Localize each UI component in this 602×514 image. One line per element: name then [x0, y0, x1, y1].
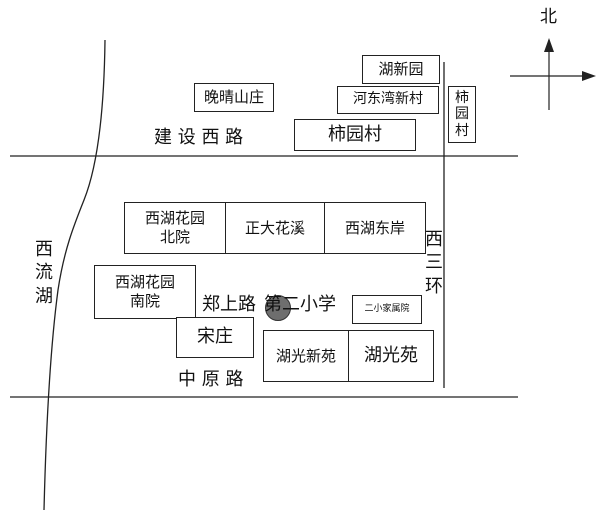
place-huguangyuan: 湖光苑 [348, 330, 434, 382]
place-huxinyuan: 湖新园 [362, 55, 440, 84]
road-label-zhongyuan: 中 原 路 [178, 369, 244, 390]
north-arrow-icon [544, 38, 554, 52]
place-xihu-east-bank: 西湖东岸 [324, 202, 426, 254]
road-label-zhengshang: 郑上路 [202, 294, 256, 315]
place-shiyuan-village-vertical: 柿园村 [448, 86, 476, 143]
place-school-family-yard: 二小家属院 [352, 295, 422, 324]
place-huguang-xinyuan: 湖光新苑 [263, 330, 349, 382]
west-lake-text: 西流湖 [35, 239, 53, 307]
east-arrow-icon [582, 71, 596, 81]
school-label: 第二小学 [264, 294, 336, 315]
place-songzhuang: 宋庄 [176, 317, 254, 358]
place-shiyuan-village: 柿园村 [294, 119, 416, 151]
label-west-lake: 西流湖 [33, 238, 55, 308]
road-label-jianshe-west: 建 设 西 路 [154, 127, 244, 148]
place-hedongwan-xincun: 河东湾新村 [337, 86, 439, 114]
place-zhengda-huaxi: 正大花溪 [225, 202, 325, 254]
place-xihu-garden-north: 西湖花园 北院 [124, 202, 226, 254]
school-marker-icon [265, 295, 291, 321]
place-wanqing-shanzhuang: 晚晴山庄 [194, 83, 274, 112]
road-label-west-third-ring: 西三环 [423, 228, 445, 298]
west-third-ring-text: 西三环 [425, 229, 443, 297]
west-lake-shore [43, 39, 106, 511]
place-xihu-garden-south: 西湖花园 南院 [94, 265, 196, 319]
north-label: 北 [540, 7, 557, 27]
